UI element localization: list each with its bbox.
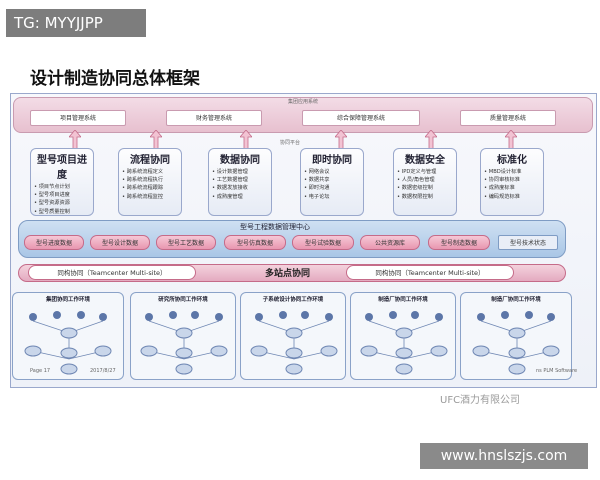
module-item: • 项目节点计划 — [34, 184, 70, 190]
network-diagram-icon — [24, 311, 112, 375]
network-diagram-icon — [250, 311, 338, 375]
env-title: 集团协同工作环境 — [45, 297, 90, 303]
module-title: 流程协同 — [130, 155, 170, 166]
multisite-oval-right: 同构协同（Teamcenter Multi-site） — [346, 265, 514, 280]
module-item: • 数据发放接收 — [212, 185, 248, 192]
module-item: • 成熟度管理 — [212, 193, 243, 200]
system-box-quality: 质量管理系统 — [460, 110, 556, 126]
system-box-finance: 财务管理系统 — [166, 110, 262, 126]
center-pill-status: 型号技术状态 — [498, 235, 558, 250]
module-process-collab: 流程协同 • 跨系统流程定义 • 跨系统流程执行 • 跨系统流程跟踪 • 跨系统… — [118, 148, 182, 216]
multisite-title: 多站点协同 — [265, 269, 311, 279]
module-project-progress: 型号项目进度 • 项目节点计划 • 型号项目进度 • 型号资源资源 • 型号质量… — [30, 148, 94, 216]
module-item: • 设计数据管理 — [212, 169, 248, 175]
center-pill: 型号设计数据 — [90, 235, 150, 250]
center-pill: 公共资源库 — [360, 235, 420, 250]
module-data-collab: 数据协同 • 设计数据管理 • 工艺数据管理 • 数据发放接收 • 成熟度管理 — [208, 148, 272, 216]
env-box-factory-2: 制造厂协同工作环境 — [460, 292, 572, 380]
module-item: • 型号质量控制 — [34, 208, 70, 215]
module-item: • 即时沟通 — [304, 185, 330, 192]
env-title: 制造厂协同工作环境 — [378, 297, 428, 303]
env-title: 子系统设计协同工作环境 — [262, 297, 324, 303]
module-item: • 数据权限控制 — [397, 193, 433, 200]
center-pill: 型号试验数据 — [292, 235, 354, 250]
module-item: • 工艺数据管理 — [212, 177, 248, 184]
module-item: • 电子论坛 — [304, 193, 330, 200]
module-item: • 跨系统流程跟踪 — [122, 185, 164, 192]
env-title: 研究所协同工作环境 — [158, 297, 208, 303]
module-title: 数据安全 — [405, 155, 445, 166]
module-title: 型号项目进度 — [37, 155, 87, 181]
network-diagram-icon — [360, 311, 448, 375]
center-pill: 型号制造数据 — [428, 235, 490, 250]
center-pill: 型号工艺数据 — [156, 235, 216, 250]
env-box-group: 集团协同工作环境 — [12, 292, 124, 380]
module-item: • 编码规范标准 — [484, 193, 520, 200]
env-title: 制造厂协同工作环境 — [491, 297, 541, 303]
image-tag: TG: MYYJJPP — [6, 9, 146, 37]
module-item: • 跨系统流程执行 — [122, 177, 164, 184]
center-pill: 型号仿真数据 — [224, 235, 286, 250]
module-data-security: 数据安全 • IPD定义与管理 • 人员/角色管理 • 数据密级控制 • 数据权… — [393, 148, 457, 216]
group-systems-label: 集团应用系统 — [287, 99, 318, 105]
data-center-title: 型号工程数据管理中心 — [240, 223, 310, 231]
module-item: • 数据密级控制 — [397, 185, 433, 192]
module-standardization: 标准化 • MBD设计标准 • 协同审核标准 • 成熟度标准 • 编码规范标准 — [480, 148, 544, 216]
module-title: 数据协同 — [220, 155, 260, 166]
module-item: • 跨系统流程定义 — [122, 169, 164, 175]
env-box-factory: 制造厂协同工作环境 — [350, 292, 456, 380]
module-item: • 人员/角色管理 — [397, 177, 435, 184]
env-box-institute: 研究所协同工作环境 — [130, 292, 236, 380]
system-box-project: 项目管理系统 — [30, 110, 126, 126]
footer-brand: ns PLM Software — [536, 368, 578, 374]
footer-page: Page 17 — [30, 368, 51, 374]
multisite-oval-left: 同构协同（Teamcenter Multi-site） — [28, 265, 196, 280]
module-item: • 型号资源资源 — [34, 200, 70, 207]
module-item: • 成熟度标准 — [484, 185, 515, 192]
system-box-support: 综合保障管理系统 — [302, 110, 420, 126]
module-item: • 型号项目进度 — [34, 192, 70, 199]
module-title: 标准化 — [497, 155, 527, 166]
module-item: • 网络会议 — [304, 169, 330, 175]
url-banner: www.hnslszjs.com — [420, 443, 588, 469]
module-item: • 跨系统流程监控 — [122, 193, 164, 200]
env-box-subsystem: 子系统设计协同工作环境 — [240, 292, 346, 380]
module-item: • MBD设计标准 — [484, 169, 522, 175]
module-title: 即时协同 — [312, 155, 352, 166]
center-pill: 型号进度数据 — [24, 235, 84, 250]
page-title: 设计制造协同总体框架 — [30, 69, 200, 89]
module-item: • IPD定义与管理 — [397, 169, 437, 175]
footer-date: 2017/8/27 — [90, 368, 116, 374]
platform-label: 协同平台 — [280, 140, 301, 146]
module-item: • 协同审核标准 — [484, 177, 520, 184]
network-diagram-icon — [140, 311, 228, 375]
network-diagram-icon — [472, 311, 560, 375]
module-instant-collab: 即时协同 • 网络会议 • 数据共享 • 即时沟通 • 电子论坛 — [300, 148, 364, 216]
module-item: • 数据共享 — [304, 177, 330, 184]
watermark: UFC酒力有限公司 — [440, 395, 521, 406]
